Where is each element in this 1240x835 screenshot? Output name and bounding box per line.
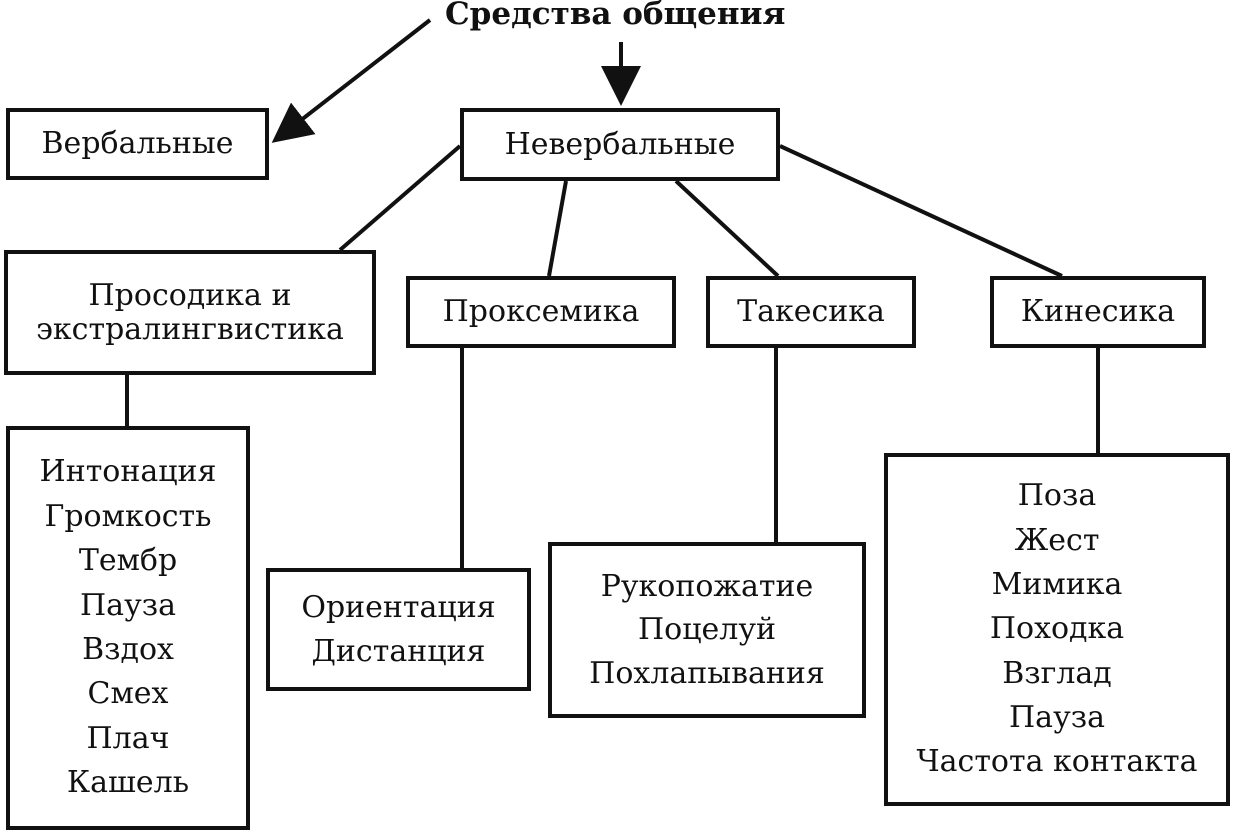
prosody-label-line-2: экстралингвистика bbox=[36, 311, 344, 347]
link-nonverbal-prosody bbox=[338, 144, 462, 252]
list-item: Поцелуй bbox=[638, 612, 776, 648]
verbal-box: Вербальные bbox=[6, 108, 269, 180]
list-item: Интонация bbox=[39, 454, 217, 490]
list-item: Жест bbox=[1014, 522, 1100, 558]
takesics-box: Такесика bbox=[706, 276, 916, 348]
list-item: Вздох bbox=[82, 632, 174, 667]
list-item: Похлапывания bbox=[589, 655, 825, 691]
arrow-to-verbal bbox=[271, 18, 432, 143]
list-item: Плач bbox=[86, 720, 170, 756]
list-item: Дистанция bbox=[311, 633, 486, 669]
nonverbal-box: Невербальные bbox=[460, 108, 780, 181]
list-item: Мимика bbox=[991, 566, 1123, 602]
list-item: Походка bbox=[989, 611, 1125, 647]
prosody-box: Просодика и экстралингвистика bbox=[4, 250, 376, 375]
kinesics-box: Кинесика bbox=[990, 276, 1206, 348]
list-item: Кашель bbox=[66, 765, 190, 801]
kinesics-list-box: Поза Жест Мимика Походка Взглад Пауза Ча… bbox=[884, 453, 1230, 806]
list-item: Ориентация bbox=[301, 590, 496, 625]
proxemics-list-box: Ориентация Дистанция bbox=[266, 568, 531, 691]
list-item: Рукопожатие bbox=[600, 568, 814, 604]
takesics-list-box: Рукопожатие Поцелуй Похлапывания bbox=[548, 542, 866, 718]
prosody-list-box: Интонация Громкость Тембр Пауза Вздох См… bbox=[6, 426, 250, 830]
list-item: Пауза bbox=[80, 587, 176, 623]
link-nonverbal-kinesics bbox=[779, 144, 1063, 278]
proxemics-box: Проксемика bbox=[406, 276, 676, 348]
link-nonverbal-proxemics bbox=[547, 180, 568, 277]
list-item: Взглад bbox=[1002, 655, 1112, 691]
prosody-label-line-1: Просодика и bbox=[88, 277, 292, 313]
list-item: Пауза bbox=[1009, 700, 1105, 736]
list-item: Смех bbox=[87, 676, 169, 712]
list-item: Частота контакта bbox=[916, 744, 1198, 780]
link-nonverbal-takesics bbox=[674, 179, 780, 278]
list-item: Громкость bbox=[44, 498, 212, 534]
list-item: Поза bbox=[1017, 478, 1097, 514]
diagram-title: Средства общения bbox=[445, 0, 786, 32]
list-item: Тембр bbox=[78, 543, 178, 579]
